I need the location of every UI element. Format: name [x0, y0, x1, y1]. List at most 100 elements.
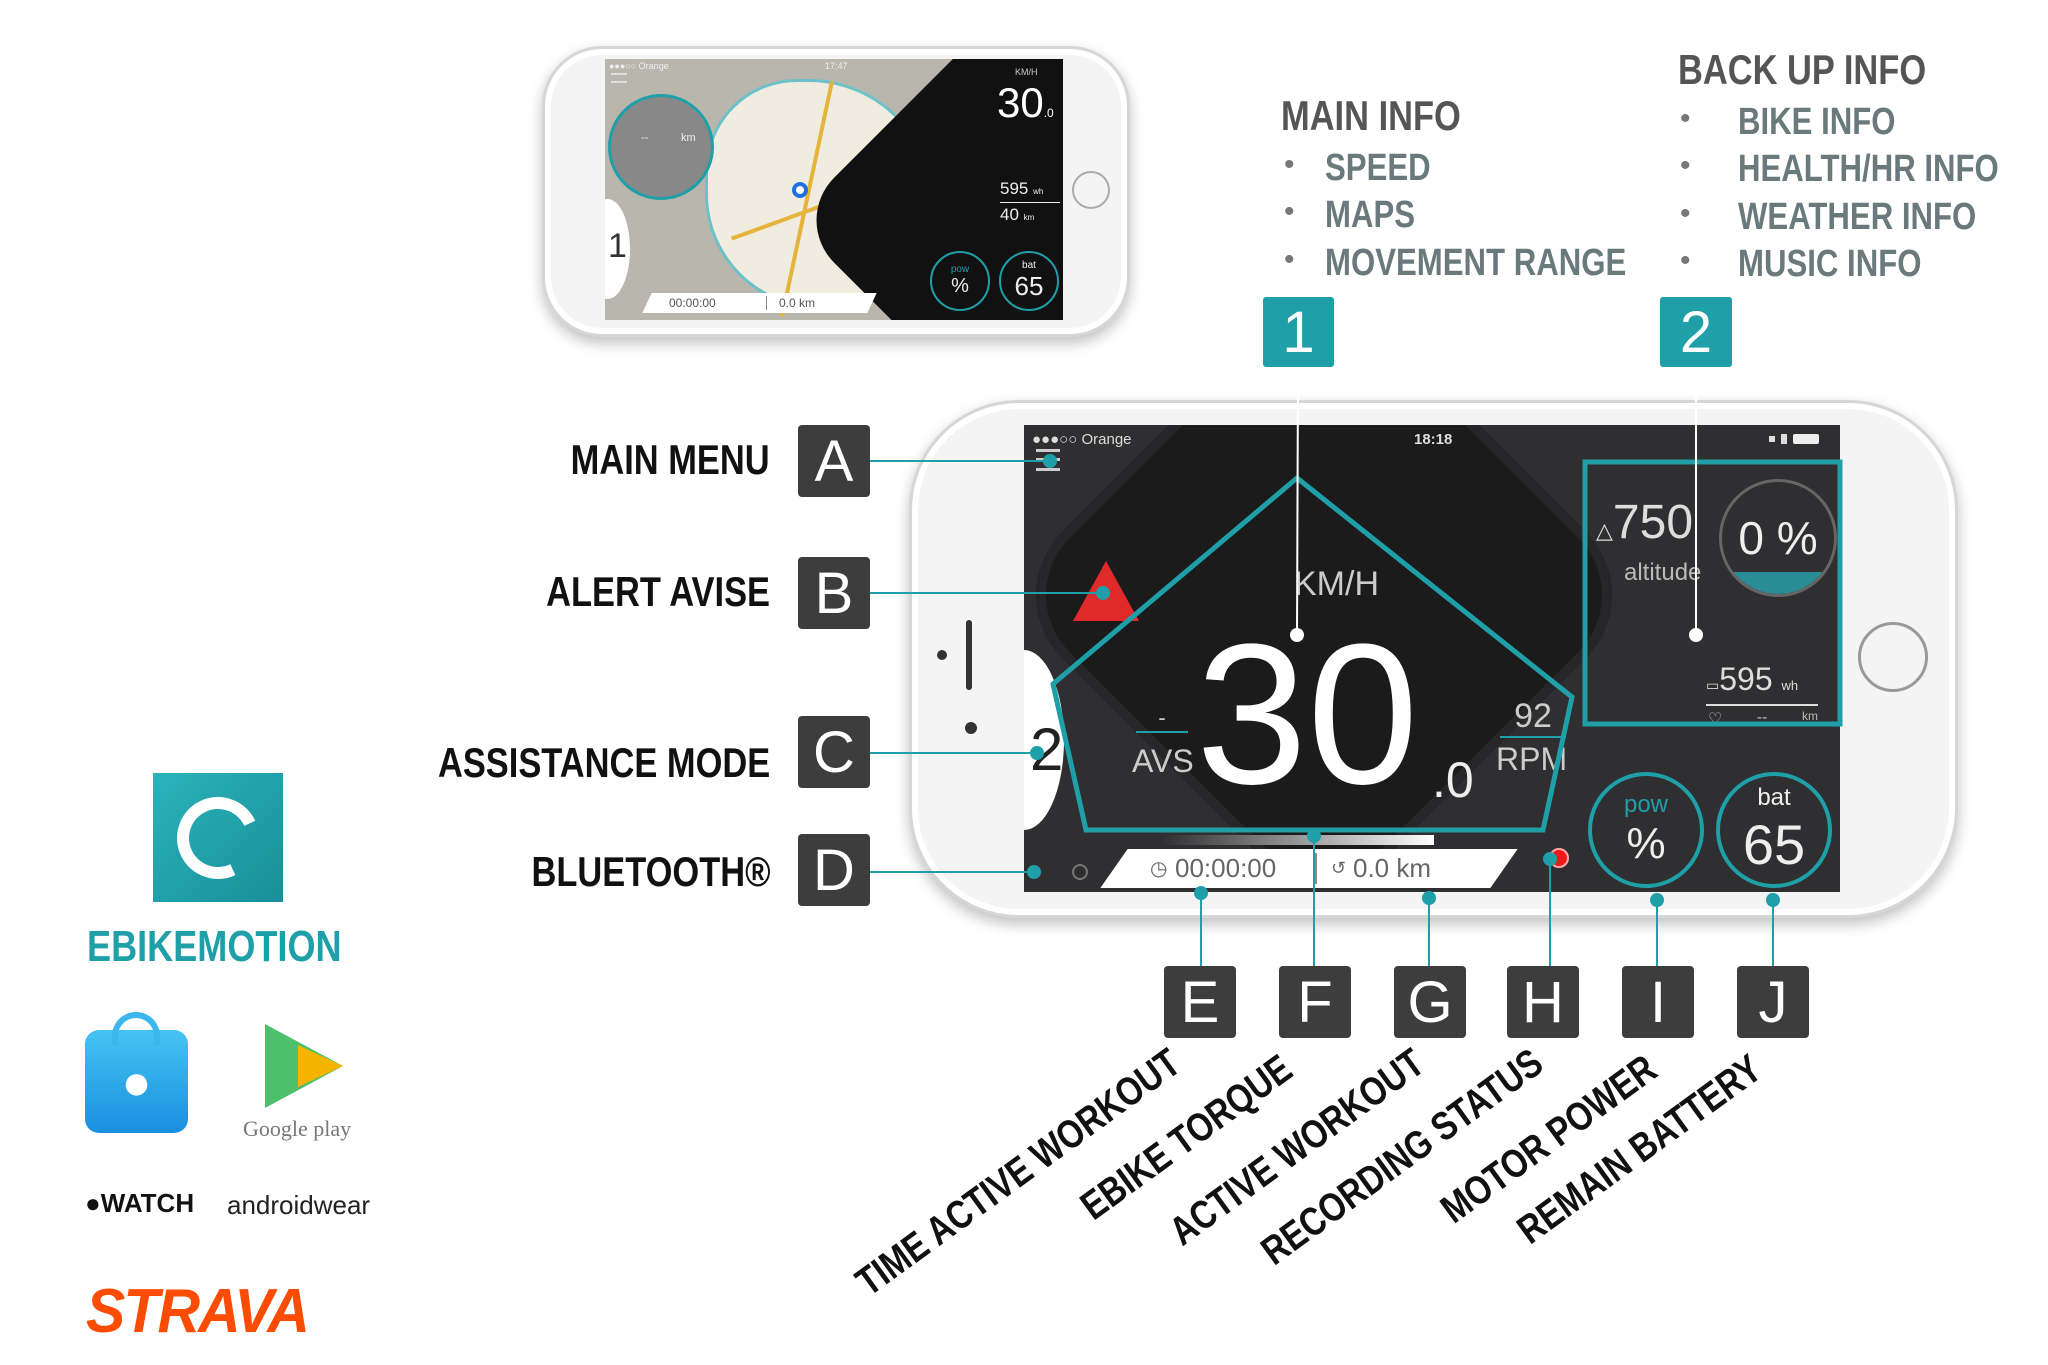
battery-small-icon: ▭ [1706, 677, 1720, 693]
main-info-badge: 1 [1263, 297, 1334, 367]
androidwear-logo: androidwear [227, 1190, 371, 1220]
callout-box-j: J [1737, 966, 1809, 1038]
home-button[interactable] [1858, 622, 1928, 692]
side-dot [937, 650, 947, 660]
backup-info-item: BIKE INFO [1738, 101, 1896, 143]
slope-fill [1722, 571, 1834, 594]
clock-label: 17:47 [825, 61, 848, 71]
connector-dot [1689, 628, 1703, 642]
gauge-value: -- [641, 132, 649, 144]
altitude-label: altitude [1624, 559, 1702, 586]
bullet: • [1680, 149, 1691, 182]
callout-box-f: F [1279, 966, 1351, 1038]
carrier-label: ●●●○○ Orange [1032, 431, 1132, 448]
speed-decimal: .0 [1043, 106, 1054, 120]
pow-label: pow [950, 264, 970, 275]
battery-icon [1793, 434, 1819, 444]
ebikemotion-logo-icon [153, 773, 283, 902]
status-icons [1769, 433, 1825, 445]
range-row: 40 km [1000, 205, 1034, 228]
speed-readout: 30.0 [997, 79, 1054, 127]
main-info-title: MAIN INFO [1281, 92, 1461, 139]
bat-value: 65 [1742, 812, 1806, 876]
assist-level: 1 [608, 227, 627, 265]
speed-decimal: .0 [1432, 752, 1474, 808]
callout-box-i: I [1622, 966, 1694, 1038]
google-play-label: Google play [243, 1116, 352, 1141]
bullet: • [1680, 244, 1691, 277]
location-marker-icon [792, 182, 808, 198]
energy-value: 595 [1719, 661, 1773, 697]
connector-dot [1290, 628, 1304, 642]
speed-value: 30 [1196, 603, 1419, 826]
main-info-highlight [1050, 474, 1575, 833]
bluetooth-icon[interactable] [1072, 864, 1088, 880]
speed-value: 30 [997, 79, 1044, 126]
app-store-icon[interactable]: ● [85, 1030, 188, 1133]
slope-value: 0 % [1738, 512, 1818, 564]
menu-icon[interactable] [611, 73, 627, 83]
callout-dots [1027, 454, 1780, 907]
main-info-item: MOVEMENT RANGE [1325, 242, 1627, 284]
callout-box-e: E [1164, 966, 1236, 1038]
range-unit: km [1023, 213, 1035, 222]
connector-dot [1096, 586, 1110, 600]
backup-info-item: MUSIC INFO [1738, 243, 1922, 285]
pow-value: % [951, 275, 969, 297]
range-unit: km [1802, 709, 1818, 723]
connector-dot [1766, 893, 1780, 907]
connector-dot [1307, 829, 1321, 843]
pow-label: pow [1623, 791, 1669, 818]
connector-dot [1027, 865, 1041, 879]
backup-info-title: BACK UP INFO [1678, 46, 1927, 93]
energy-row: 595 wh [1000, 179, 1060, 203]
map-phone-screen: ●●●○○ Orange 17:47 -- km 1 KM/H 30.0 595… [605, 59, 1063, 320]
altitude-value: 750 [1612, 496, 1694, 549]
callout-label-assistance: ASSISTANCE MODE [437, 739, 770, 786]
main-info-item: SPEED [1325, 147, 1431, 189]
callout-box-a: A [798, 425, 870, 497]
side-button [966, 620, 972, 690]
connector-dot [1194, 886, 1208, 900]
bullet: • [1284, 195, 1295, 228]
range-value: 40 [1000, 205, 1019, 224]
bullet: • [1284, 148, 1295, 181]
speed-unit: KM/H [1294, 565, 1379, 603]
main-phone-screen: ●●●○○ Orange 18:18 2 KM/H 30 .0 - AVS 92… [1024, 425, 1840, 892]
motor-power-gauge: pow% [1588, 772, 1704, 888]
apple-watch-logo: ●WATCH [85, 1188, 194, 1219]
connector-dot [1650, 893, 1664, 907]
side-dot [965, 722, 977, 734]
backup-info-highlight [1582, 459, 1843, 727]
app-store-handle [112, 1012, 160, 1046]
info-connectors [1296, 366, 1697, 636]
range-value: -- [1756, 709, 1768, 726]
energy-row: ▭595 wh [1706, 661, 1818, 706]
callout-box-h: H [1507, 966, 1579, 1038]
callout-label-main-menu: MAIN MENU [571, 436, 770, 483]
connector-dot [1030, 746, 1044, 760]
bat-label: bat [1022, 260, 1036, 271]
clock-label: 18:18 [1414, 431, 1453, 448]
torque-bar [1162, 835, 1434, 845]
bat-value: 65 [1014, 271, 1044, 301]
home-button[interactable] [1072, 171, 1110, 209]
motor-power-gauge: pow% [930, 251, 990, 311]
mountain-icon: △ [1596, 518, 1613, 543]
callout-box-g: G [1394, 966, 1466, 1038]
bullet: • [1680, 197, 1691, 230]
energy-unit: wh [1033, 187, 1044, 196]
speed-unit: KM/H [1015, 67, 1038, 77]
callout-connectors [870, 460, 1774, 966]
bullet: • [1284, 243, 1295, 276]
main-info-item: MAPS [1325, 194, 1416, 236]
connector-dot [1043, 454, 1057, 468]
connector-1 [1296, 366, 1299, 636]
carrier-label: ●●●○○ Orange [609, 61, 669, 71]
callout-label-bluetooth: BLUETOOTH® [530, 848, 770, 895]
avs-label: AVS [1132, 743, 1194, 779]
info-connector-dots [1290, 628, 1703, 642]
google-play-overlay [298, 1045, 343, 1087]
